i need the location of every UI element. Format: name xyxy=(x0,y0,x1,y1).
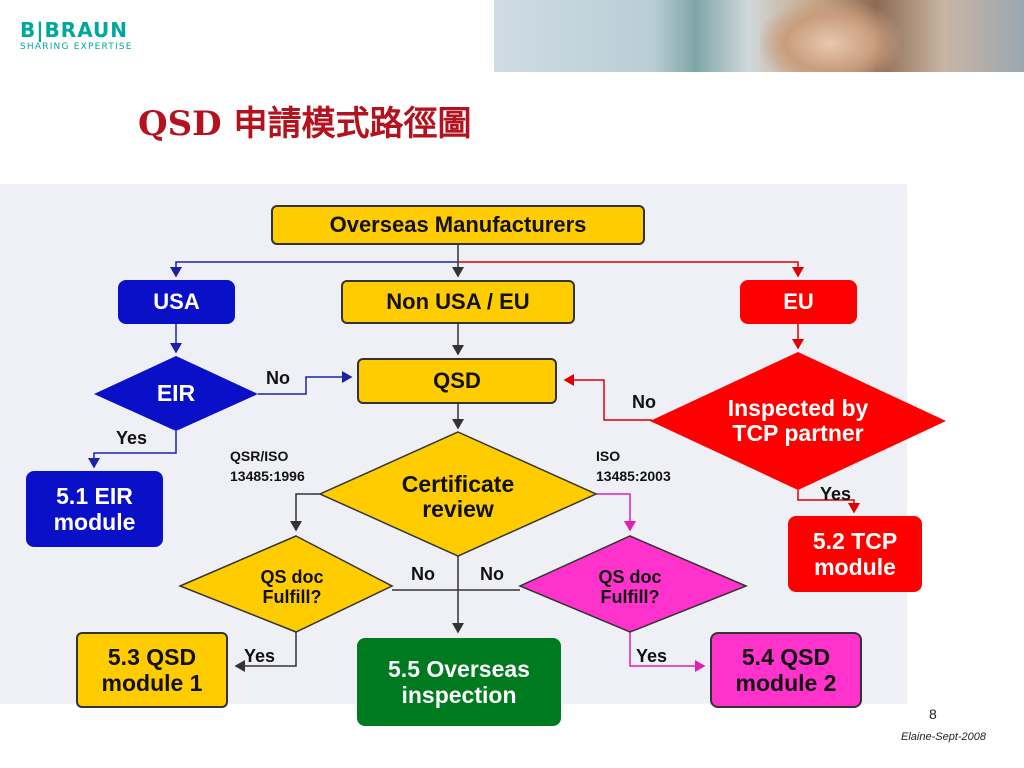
eir-text: EIR xyxy=(156,380,196,407)
inspected-text: Inspected by TCP partner xyxy=(727,394,869,446)
eir-yes-label: Yes xyxy=(116,428,148,448)
node-qsd: QSD xyxy=(357,358,557,404)
left-no-label: No xyxy=(411,564,435,584)
node-tcp-module: 5.2 TCP module xyxy=(788,516,922,592)
header-photo-face xyxy=(760,0,900,72)
node-overseas-manufacturers: Overseas Manufacturers xyxy=(271,205,645,245)
left-yes-label: Yes xyxy=(244,646,276,666)
braun-logo: B|BRAUN SHARING EXPERTISE xyxy=(20,18,133,52)
node-qsd-module-1: 5.3 QSD module 1 xyxy=(76,632,228,708)
node-non-usa-eu: Non USA / EU xyxy=(341,280,575,324)
node-eu: EU xyxy=(740,280,857,324)
right-no-label: No xyxy=(480,564,504,584)
tcp-yes-label: Yes xyxy=(820,484,852,504)
eir-no-label: No xyxy=(266,368,290,388)
certificate-text: Certificate review xyxy=(401,470,515,522)
right-yes-label: Yes xyxy=(636,646,668,666)
iso-line2: 13485:2003 xyxy=(596,468,671,485)
header-photo xyxy=(494,0,1024,72)
tcp-no-label: No xyxy=(632,392,656,412)
qs-doc-left-diamond xyxy=(178,535,394,633)
qsr-iso-line2: 13485:1996 xyxy=(230,468,305,485)
qsr-iso-line1: QSR/ISO xyxy=(230,448,289,464)
author-date: Elaine-Sept-2008 xyxy=(901,731,987,743)
iso-line1: ISO xyxy=(596,448,621,464)
qs-doc-left-text: QS doc Fulfill? xyxy=(260,567,324,607)
iso-label: ISO 13485:2003 xyxy=(596,446,671,487)
logo-tagline: SHARING EXPERTISE xyxy=(20,42,133,52)
inspected-diamond xyxy=(650,352,946,490)
logo-text: B|BRAUN xyxy=(20,18,129,42)
node-usa: USA xyxy=(118,280,235,324)
page-number: 8 xyxy=(929,706,937,722)
qsr-iso-label: QSR/ISO 13485:1996 xyxy=(230,446,305,487)
node-overseas-inspection: 5.5 Overseas inspection xyxy=(357,638,561,726)
node-qsd-module-2: 5.4 QSD module 2 xyxy=(710,632,862,708)
eir-diamond xyxy=(94,356,258,431)
certificate-diamond xyxy=(318,431,598,557)
qs-doc-right-text: QS doc Fulfill? xyxy=(598,567,662,607)
node-eir-module: 5.1 EIR module xyxy=(26,471,163,547)
slide-title: QSD 申請模式路徑圖 xyxy=(138,104,472,144)
qs-doc-right-diamond xyxy=(518,535,748,633)
